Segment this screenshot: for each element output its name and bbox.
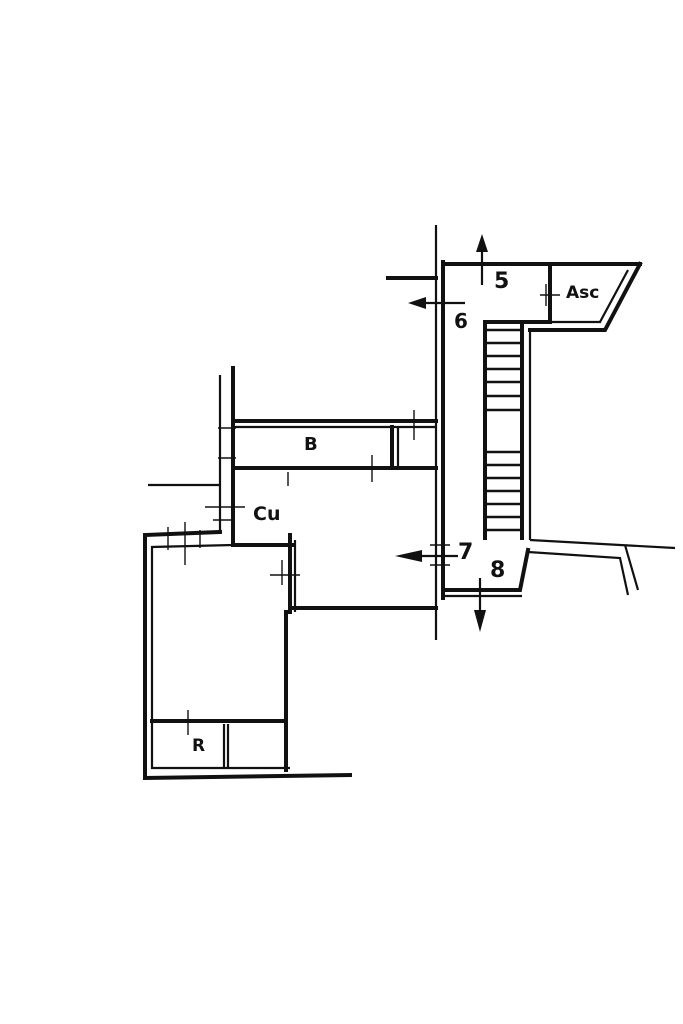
marker-8-label: 8 (490, 558, 506, 583)
arrow-left-icon (395, 550, 422, 562)
lower-left-room (143, 522, 353, 781)
stairwell (386, 225, 676, 640)
arrow-down-icon (474, 610, 486, 632)
arrow-up-icon (476, 234, 488, 252)
arrow-left-icon (408, 297, 426, 309)
room-label-bathroom: B (304, 434, 318, 455)
arrows (395, 234, 488, 632)
staircase-steps (485, 328, 522, 532)
room-label-storage: R (192, 736, 206, 756)
apartment-walls (148, 366, 438, 614)
room-label-kitchen: Cu (253, 503, 281, 525)
room-label-elevator: Asc (566, 283, 600, 303)
marker-5-label: 5 (494, 269, 510, 294)
marker-6-label: 6 (454, 309, 468, 333)
marker-7-label: 7 (458, 540, 474, 565)
